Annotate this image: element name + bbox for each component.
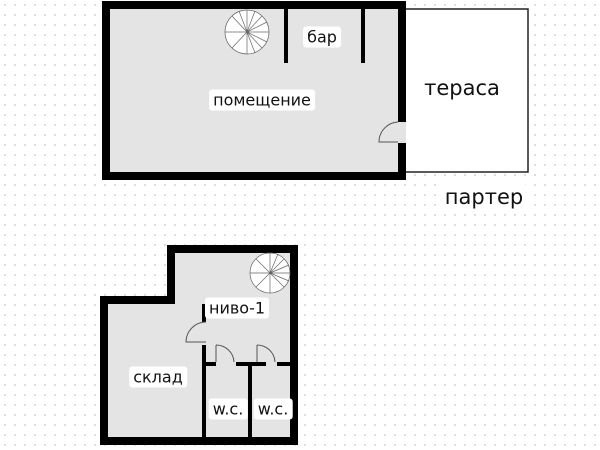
room-label-storage: склад bbox=[129, 366, 187, 388]
storage-wall bbox=[202, 304, 206, 322]
wc-divider bbox=[248, 362, 252, 437]
room-label-wc: w.c. bbox=[253, 398, 293, 420]
floor-title-level-minus-1: ниво-1 bbox=[204, 297, 270, 319]
room-label-main: помещение bbox=[209, 89, 315, 111]
spiral-stairs-icon bbox=[224, 9, 270, 55]
wc-wall bbox=[206, 362, 216, 366]
floor-title-ground: партер bbox=[440, 184, 528, 210]
door-swing-icon bbox=[185, 321, 207, 343]
door-swing-icon bbox=[256, 344, 276, 363]
room-label-terrace: тераса bbox=[420, 75, 504, 101]
level-minus-1-plan bbox=[100, 245, 298, 445]
door-opening bbox=[398, 122, 406, 143]
room-label-wc: w.c. bbox=[208, 398, 248, 420]
basement-walls bbox=[100, 245, 298, 445]
room-label-bar: бар bbox=[303, 26, 341, 48]
door-swing-icon bbox=[378, 121, 399, 143]
door-swing-icon bbox=[215, 344, 235, 363]
wc-wall bbox=[277, 362, 290, 366]
bar-wall bbox=[284, 9, 288, 63]
storage-wall bbox=[202, 345, 206, 437]
spiral-stairs-icon bbox=[249, 252, 291, 294]
bar-wall bbox=[361, 9, 365, 63]
